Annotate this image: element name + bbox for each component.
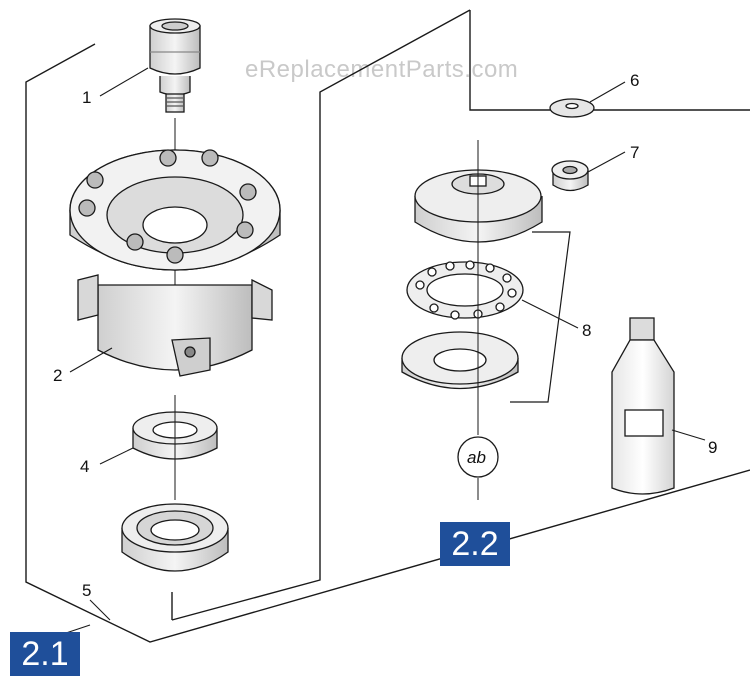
part-2-flange-housing [69,149,281,377]
part-8-bracket [510,231,571,403]
part-9-oil-bottle [611,317,675,495]
callout-2: 2 [53,366,62,385]
callout-8: 8 [582,321,591,340]
ab-marker-text: ab [467,448,486,467]
part-6-washer [549,98,595,118]
part-8-race [401,331,519,390]
group-outline [25,9,750,643]
leader-lines [59,67,706,636]
callout-4: 4 [80,457,89,476]
section-badge-2-1: 2.1 [10,632,80,676]
part-1-sleeve-bolt [149,18,201,113]
ab-marker: ab [457,415,499,500]
part-5-bearing [121,503,229,572]
section-badge-2-2: 2.2 [440,522,510,566]
callout-9: 9 [708,438,717,457]
callout-5: 5 [82,581,91,600]
watermark-text: eReplacementParts.com [245,56,518,83]
part-7-nut [551,160,589,192]
callout-7: 7 [630,143,639,162]
part-8-cage [406,260,524,320]
callout-1: 1 [82,88,91,107]
callout-6: 6 [630,71,639,90]
